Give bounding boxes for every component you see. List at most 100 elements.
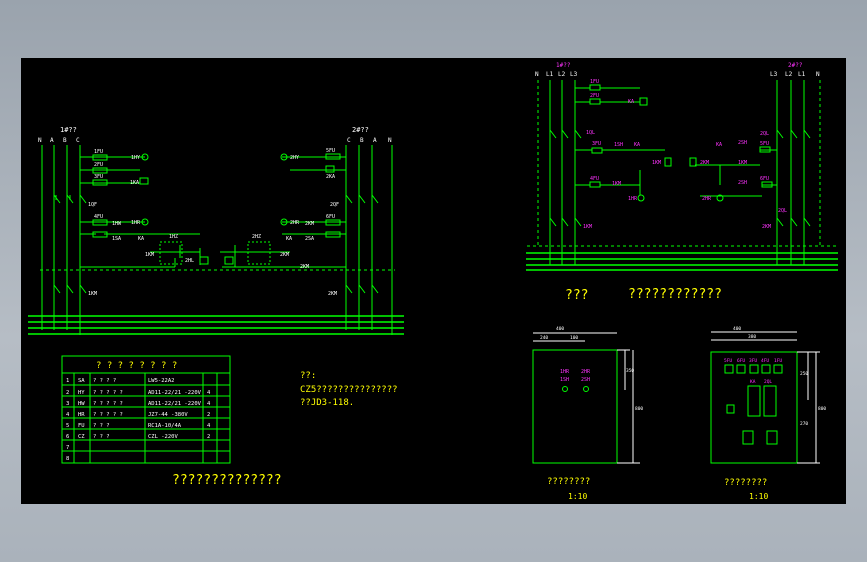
panel-right-labels: 5FU 6FU 3FU 4FU 1FU KA 2QL xyxy=(724,358,782,385)
coil-2km xyxy=(689,157,697,167)
table-cell: 8 xyxy=(66,456,69,462)
phase-label: L3 xyxy=(570,71,578,78)
fuse-6fu xyxy=(325,219,341,226)
note-line-2: CZ5??????????????? xyxy=(300,385,398,395)
table-cells: 1 SA ? ? ? ? LW5-22A2 2 HY ? ? ? ? ? AD1… xyxy=(66,378,211,462)
phase-label: L1 xyxy=(546,71,554,78)
label: 1KM xyxy=(583,224,592,230)
phase-label: A xyxy=(50,137,54,144)
label: 5FU xyxy=(760,141,769,147)
fuse-box xyxy=(724,364,734,374)
dashed-box-1 xyxy=(159,241,183,265)
fuse-5fu xyxy=(759,146,771,153)
dim: 800 xyxy=(635,406,643,412)
drawing-sheet[interactable] xyxy=(21,58,846,504)
relay-2km-coil xyxy=(224,256,234,265)
panel-left-dims xyxy=(533,332,640,464)
right-bus2-title: 2#?? xyxy=(788,62,803,69)
dim: 270 xyxy=(800,421,808,427)
right-dashed-n xyxy=(527,80,838,247)
label: 2KM xyxy=(280,252,289,258)
phase-label: N xyxy=(816,71,820,78)
fuse-2fu xyxy=(589,98,601,105)
fuse-1fu xyxy=(92,154,108,161)
label: KA xyxy=(628,99,634,105)
fuse-box xyxy=(761,364,771,374)
fuse-box xyxy=(749,364,759,374)
label: 2HL xyxy=(185,258,194,264)
table-cell: CZL -220V xyxy=(148,434,178,440)
table-cell: 4 xyxy=(207,390,211,396)
label: 4FU xyxy=(590,176,599,182)
relay-2ka xyxy=(325,165,335,173)
panel-right-body xyxy=(710,351,798,464)
label: 2FU xyxy=(590,93,599,99)
caption-right-b: ???????????? xyxy=(628,287,722,302)
left-schematic: 1#?? 2#?? N A B C C B A N xyxy=(28,126,404,335)
panel-right-scale: 1:10 xyxy=(749,492,768,501)
label: 2QL xyxy=(764,379,772,385)
fuse-4fu xyxy=(589,181,601,188)
label: KA xyxy=(286,236,292,242)
label: 2QL xyxy=(760,131,769,137)
left-bus1-title: 1#?? xyxy=(60,126,77,134)
phase-label: L2 xyxy=(785,71,793,78)
label: 2FU xyxy=(94,162,103,168)
fuse-5fu xyxy=(325,153,341,160)
table-cell: ? ? ? xyxy=(93,434,110,440)
label: 1QF xyxy=(88,202,97,208)
phase-label: A xyxy=(373,137,377,144)
label: 1HR xyxy=(560,369,570,375)
phase-label: N xyxy=(38,137,42,144)
panel-right-dim-text: 400 380 800 270 250 xyxy=(733,326,826,427)
label: 1SH xyxy=(614,142,623,148)
breaker-box xyxy=(742,430,754,445)
dim: 800 xyxy=(818,406,826,412)
fuse-6fu-b xyxy=(325,231,341,238)
table-cell: CZ xyxy=(78,434,85,440)
right-component-labels: 2HY 5FU 2KA 2QF 2HR 2KM 6FU 2SA KA 2HZ 2… xyxy=(252,148,339,297)
table-cell: LW5-22A2 xyxy=(148,378,175,384)
dim: 400 xyxy=(733,326,741,332)
label: 2KM xyxy=(300,264,309,270)
table-cell: 4 xyxy=(207,401,211,407)
table-cell: 6 xyxy=(66,434,69,440)
label: 1KM xyxy=(652,160,661,166)
panel-left-body xyxy=(532,349,618,464)
phase-label: C xyxy=(347,137,351,144)
right-bus-wires xyxy=(549,80,805,265)
right-main-busbars xyxy=(526,252,838,271)
fuse-2fu xyxy=(92,167,108,174)
right-left-labels: 1FU 2FU KA 1QL 3FU 1SH KA 1KM 4FU 1KM 1H… xyxy=(583,79,661,230)
label: 2SH xyxy=(738,140,747,146)
left-bus2-title: 2#?? xyxy=(352,126,369,134)
table-cell: FU xyxy=(78,423,85,429)
label: 2HZ xyxy=(252,234,261,240)
dim: 240 xyxy=(540,335,548,341)
table-cell: 3 xyxy=(66,401,69,407)
notes: ??: CZ5??????????????? ??JD3-118. xyxy=(300,371,398,408)
lamp-2hr xyxy=(280,218,288,226)
table-cell: AD11-22/21 -220V xyxy=(148,390,202,396)
label: 1HZ xyxy=(169,234,178,240)
fuse-3fu xyxy=(591,147,603,154)
label: 1HR xyxy=(628,196,638,202)
label: 4FU xyxy=(94,214,103,220)
panel-left: 400 240 100 350 800 1HR 2HR 1SH 2SH xyxy=(532,326,643,464)
relay-1ka xyxy=(139,177,149,185)
fuse-4fu-b xyxy=(92,231,108,238)
label: 2HY xyxy=(290,155,299,161)
right-phase-labels: N L1 L2 L3 L3 L2 L1 N xyxy=(535,71,820,78)
right-schematic: 1#?? 2#?? N L1 L2 L3 L3 L2 L1 N 1FU 2FU xyxy=(526,62,838,271)
dim: 380 xyxy=(748,334,756,340)
table-grid xyxy=(62,372,230,463)
lamp-2hy xyxy=(280,153,288,161)
label: KA xyxy=(750,379,756,385)
panel-left-scale: 1:10 xyxy=(568,492,587,501)
relay-1km-coil xyxy=(199,256,209,265)
label: 2QF xyxy=(330,202,339,208)
table-cell: ? ? ? ? ? xyxy=(93,401,123,407)
panel-left-caption: ???????? xyxy=(547,477,590,487)
panel-left-dim-text: 400 240 100 350 800 xyxy=(540,326,643,412)
label: KA xyxy=(634,142,640,148)
